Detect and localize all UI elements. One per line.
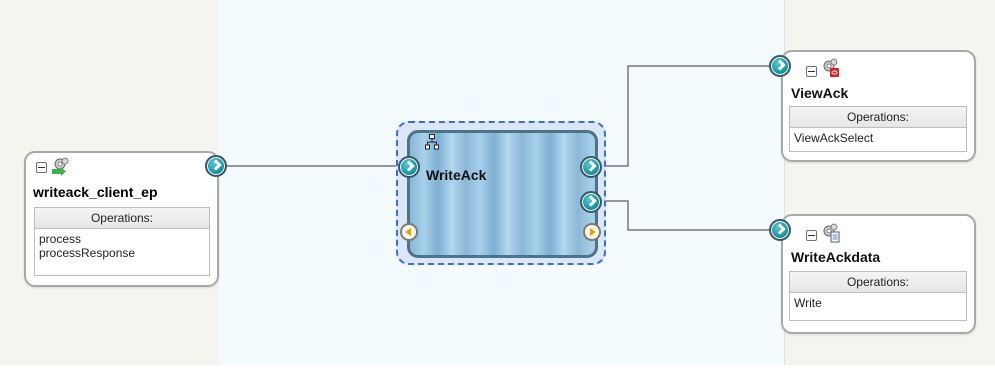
- gear-with-db-icon: [823, 58, 839, 77]
- mediator-tree-icon: [425, 134, 439, 150]
- collapse-toggle-writeackdata[interactable]: [806, 230, 817, 241]
- gear-with-green-arrow-icon: [52, 157, 69, 176]
- operation-viewackselect[interactable]: ViewAckSelect: [794, 131, 874, 145]
- operations-header: Operations:: [35, 208, 209, 229]
- collapse-toggle-viewack[interactable]: [806, 66, 817, 77]
- gear-with-file-icon: [823, 223, 840, 243]
- operation-write[interactable]: Write: [794, 296, 822, 310]
- operations-header: Operations:: [790, 272, 966, 293]
- wire-writeack-to-writeackdata[interactable]: [597, 200, 774, 231]
- writeack-reference-port-writeackdata[interactable]: [580, 191, 602, 213]
- operation-processresponse[interactable]: processResponse: [39, 246, 136, 260]
- operations-header: Operations:: [790, 107, 966, 128]
- operation-process[interactable]: process: [39, 232, 82, 246]
- operations-list: ViewAckSelect: [790, 128, 966, 148]
- client-ep-operations: Operations: process processResponse: [34, 207, 210, 276]
- canvas-bottom-edge: [0, 365, 995, 371]
- writeack-reference-port-viewack[interactable]: [580, 156, 602, 178]
- viewack-reference-port[interactable]: [769, 55, 791, 77]
- writeack-service-port[interactable]: [398, 156, 420, 178]
- client-ep-service-port[interactable]: [205, 155, 227, 177]
- client-ep-title: writeack_client_ep: [33, 184, 158, 200]
- writeack-callback-port-left[interactable]: [400, 223, 418, 241]
- operations-list: process processResponse: [35, 229, 209, 263]
- operations-list: Write: [790, 293, 966, 313]
- writeackdata-operations: Operations: Write: [789, 271, 967, 321]
- wire-writeack-to-viewack[interactable]: [597, 65, 774, 167]
- collapse-toggle-client[interactable]: [36, 162, 47, 173]
- writeackdata-title: WriteAckdata: [791, 249, 881, 265]
- viewack-operations: Operations: ViewAckSelect: [789, 106, 967, 152]
- writeack-component[interactable]: [407, 130, 598, 258]
- viewack-title: ViewAck: [791, 85, 849, 101]
- writeackdata-reference-port[interactable]: [769, 219, 791, 241]
- writeack-callback-port-right[interactable]: [583, 223, 601, 241]
- writeack-title: WriteAck: [426, 167, 487, 183]
